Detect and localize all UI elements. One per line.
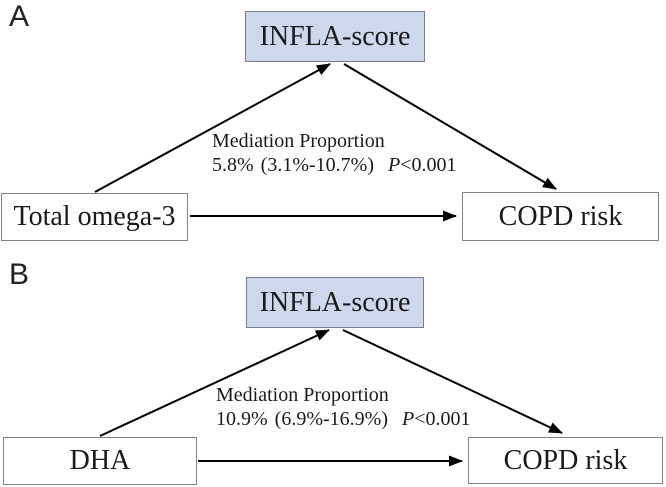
mediator-box-a: INFLA-score (245, 11, 425, 62)
p-value-a: <0.001 (400, 154, 457, 176)
mediation-stats-a: Mediation Proportion 5.8% (3.1%-10.7%) P<0… (212, 130, 456, 177)
confidence-interval-b: (6.9%-16.9%) (274, 408, 388, 430)
proportion-value-a: 5.8% (212, 154, 254, 176)
mediation-title-b: Mediation Proportion (216, 384, 389, 406)
confidence-interval-a: (3.1%-10.7%) (260, 154, 374, 176)
outcome-box-a: COPD risk (462, 192, 659, 241)
exposure-box-a: Total omega-3 (1, 193, 188, 241)
outcome-box-b: COPD risk (468, 437, 663, 484)
p-value-b: <0.001 (414, 408, 471, 430)
p-symbol-a: P (387, 154, 401, 176)
proportion-value-b: 10.9% (216, 408, 268, 430)
panel-a-label: A (9, 0, 30, 33)
mediation-title-a: Mediation Proportion (212, 130, 385, 152)
exposure-box-b: DHA (3, 437, 197, 485)
mediation-values-b: 10.9% (6.9%-16.9%) P<0.001 (216, 408, 470, 431)
panel-b-label: B (9, 258, 30, 291)
mediator-box-b: INFLA-score (246, 277, 424, 328)
mediation-stats-b: Mediation Proportion 10.9% (6.9%-16.9%) P<… (216, 384, 470, 431)
mediation-values-a: 5.8% (3.1%-10.7%) P<0.001 (212, 154, 456, 177)
p-symbol-b: P (401, 408, 415, 430)
